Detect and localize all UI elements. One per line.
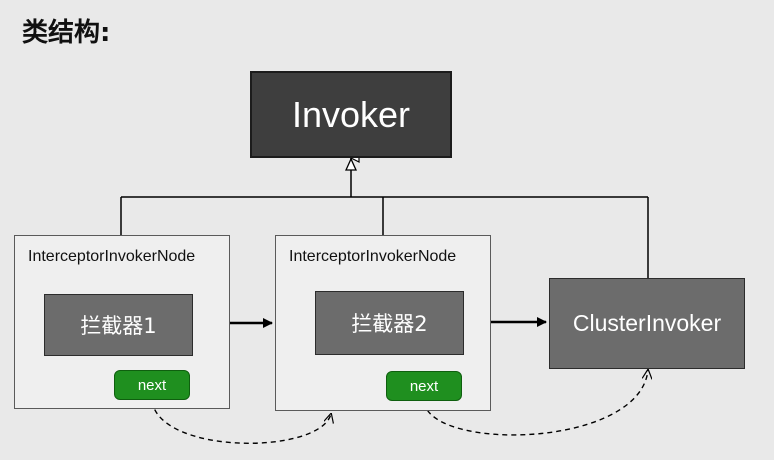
next1-dashed-arrow bbox=[151, 400, 331, 444]
inheritance-connector bbox=[120, 196, 649, 278]
next-badge-2: next bbox=[386, 371, 462, 401]
next2-dashed-arrow bbox=[423, 370, 648, 436]
invoker-box: Invoker bbox=[250, 71, 452, 158]
interceptor-2-box: 拦截器2 bbox=[315, 291, 464, 355]
node-1-label: InterceptorInvokerNode bbox=[28, 248, 196, 265]
next-badge-1: next bbox=[114, 370, 190, 400]
node-2-label: InterceptorInvokerNode bbox=[289, 248, 457, 265]
cluster-invoker-box: ClusterInvoker bbox=[549, 278, 745, 369]
interceptor-1-box: 拦截器1 bbox=[44, 294, 193, 356]
page-title: 类结构: bbox=[22, 18, 111, 48]
inheritance-arrowhead bbox=[344, 157, 358, 171]
